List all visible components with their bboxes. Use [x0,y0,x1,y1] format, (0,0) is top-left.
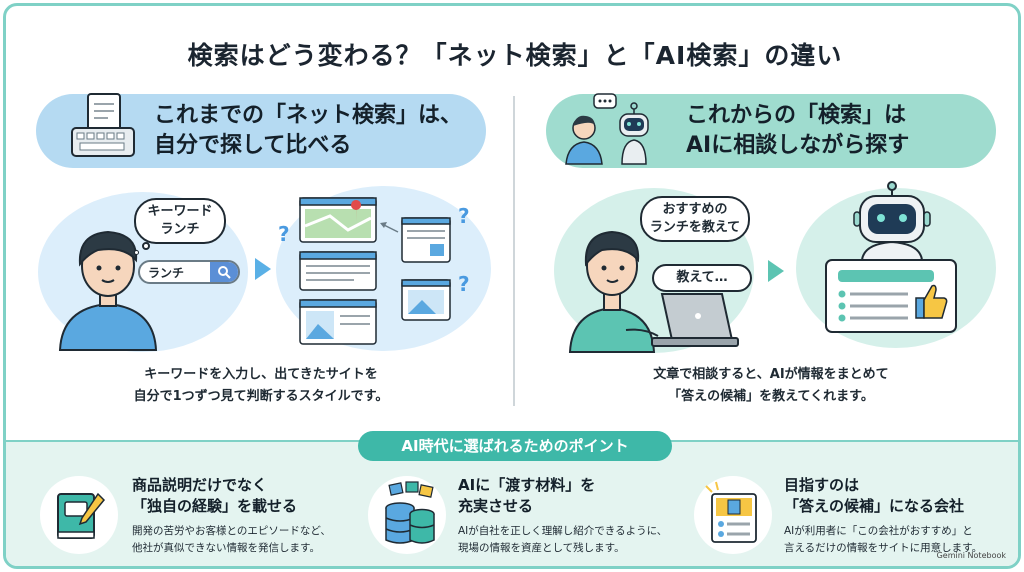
consult-speech-line2: ランチを教えて [649,220,741,235]
person-robot-chat-icon [565,93,649,165]
point-2-title-line1: AIに「渡す材料」を [458,476,596,494]
thought-bubble-line2: ランチ [160,222,200,237]
right-heading-line1: これからの「検索」は [686,103,907,128]
person-searching-illustration [58,230,158,351]
thought-dot-small [134,250,139,255]
question-mark-1: ? [278,222,290,246]
points-banner: AI時代に選ばれるためのポイント [358,431,672,461]
right-description-line2: 「答えの候補」を教えてくれます。 [668,389,874,404]
typing-speech-bubble: 教えて… [652,264,752,292]
point-1-title-line1: 商品説明だけでなく [132,476,268,494]
points-panel [6,440,1018,566]
thought-bubble-line1: キーワード [147,204,213,219]
person-laptop-illustration [568,230,739,353]
thought-bubble: キーワード ランチ [134,198,226,244]
thought-dot-large [142,242,150,250]
map-site-window [299,197,377,243]
book-pen-icon [57,492,106,539]
point-3-title-line1: 目指すのは [784,476,860,494]
point-2-desc-line1: AIが自社を正しく理解し紹介できるように、 [458,525,668,537]
left-description-line2: 自分で1つずつ見て判断するスタイルです。 [133,389,389,404]
point-2-title-line2: 充実させる [458,497,534,515]
question-mark-2: ? [458,204,470,228]
image-site-window [299,299,377,345]
credit-label: Gemini Notebook [936,551,1006,560]
point-1-title-line2: 「独自の経験」を載せる [132,497,298,515]
photo-site-window [401,279,451,321]
website-windows-illustration [299,197,451,345]
point-3-desc-line2: 言えるだけの情報をサイトに用意します。 [784,542,983,554]
search-button[interactable] [210,262,238,282]
arrow-right-icon [768,260,784,282]
left-heading-line1: これまでの「ネット検索」は、 [154,103,463,128]
question-mark-3: ? [458,272,470,296]
point-1-desc-line1: 開発の苦労やお客様とのエピソードなど、 [132,525,331,537]
thumbs-up-icon [915,284,948,319]
center-divider [513,96,515,406]
search-box[interactable]: ランチ [138,260,240,284]
keyboard-document-icon [71,93,135,157]
search-query: ランチ [148,266,185,280]
left-description-line1: キーワードを入力し、出てきたサイトを [144,367,378,382]
consult-speech-bubble: おすすめの ランチを教えて [640,196,750,242]
search-icon [218,266,231,279]
left-heading-line2: 自分で探して比べる [154,133,352,158]
small-site-window [401,217,451,263]
robot-answer-illustration [825,181,957,333]
company-card-icon [705,481,757,543]
arrow-right-icon [255,258,271,280]
consult-speech-line1: おすすめの [662,202,728,217]
right-heading-line2: AIに相談しながら探す [686,133,910,158]
database-icon [385,481,435,544]
text-site-window [299,251,377,291]
infographic-frame: 検索はどう変わる？「ネット検索」と「AI検索」の違い これまでの「ネット検索」は… [3,3,1021,569]
point-3-title-line2: 「答えの候補」になる会社 [784,497,965,515]
point-3-desc-line1: AIが利用者に「この会社がおすすめ」と [784,525,973,537]
point-1-desc-line2: 他社が真似できない情報を発信します。 [132,542,320,554]
right-description-line1: 文章で相談すると、AIが情報をまとめて [653,367,889,382]
page-title: 検索はどう変わる？「ネット検索」と「AI検索」の違い [187,41,843,70]
point-2-desc-line2: 現場の情報を資産として残します。 [458,542,625,554]
